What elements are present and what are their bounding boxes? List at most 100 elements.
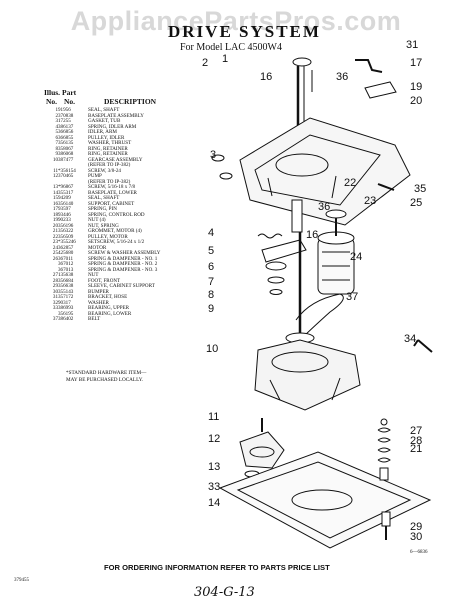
description-cell: GEARCASE ASSEMBLY <box>88 156 143 163</box>
illus-no-cell: 8 <box>55 145 58 152</box>
description-cell: NUT <box>88 272 99 278</box>
description-cell: WASHER, THRUST <box>88 140 132 146</box>
description-cell: BUMPER <box>88 288 109 295</box>
illus-no-cell: 29 <box>52 283 58 289</box>
illus-no-cell: 19 <box>52 217 58 223</box>
description-cell: BASEPLATE ASSEMBLY <box>88 112 144 119</box>
callout-2: 2 <box>202 57 208 69</box>
illus-no-cell: 33 <box>52 305 58 311</box>
header-description: DESCRIPTION <box>104 97 157 106</box>
description-cell: SCREW, 5/16-18 x 7/8 <box>88 184 136 190</box>
description-cell: BRACKET, HOSE <box>88 294 128 300</box>
illus-no-cell: 2 <box>55 112 58 119</box>
illus-no-cell: 21 <box>52 228 58 234</box>
gearcase-assembly <box>254 339 361 411</box>
description-cell: BELT <box>88 316 101 322</box>
callout-9: 9 <box>208 303 214 315</box>
hardware-note-line-2: MAY BE PURCHASED LOCALLY. <box>66 377 144 383</box>
diagram-subtitle: For Model LAC 4500W4 <box>180 42 282 53</box>
callout-36: 36 <box>336 71 348 83</box>
description-cell: SEAL, SHAFT <box>88 195 120 201</box>
callout-22: 22 <box>344 177 356 189</box>
upper-baseplate <box>239 117 411 226</box>
illus-no-cell: 17 <box>52 206 58 212</box>
callout-14: 14 <box>208 497 220 509</box>
callout-16: 16 <box>306 229 318 241</box>
callout-8: 8 <box>208 289 214 301</box>
description-cell: BASEPLATE, LOWER <box>88 189 137 196</box>
callout-28: 28 <box>410 435 422 447</box>
description-cell: RING, RETAINER <box>88 145 128 152</box>
callout-3: 3 <box>210 149 216 161</box>
foot-front <box>381 511 391 527</box>
illus-no-cell: 37 <box>52 316 58 322</box>
illus-no-cell: 27 <box>52 272 58 278</box>
grommet <box>211 154 225 162</box>
part-no-cell: 386993 <box>58 305 74 311</box>
callout-17: 17 <box>410 57 422 69</box>
part-no-cell: 355317 <box>58 189 74 196</box>
illus-no-cell: 9 <box>55 151 58 157</box>
part-no-cell: 370838 <box>58 112 74 119</box>
callout-1: 1 <box>222 53 228 65</box>
description-cell: SCREW & WASHER ASSEMBLY <box>88 250 161 256</box>
part-no-cell: 367011 <box>58 255 74 262</box>
callout-21: 21 <box>410 443 422 455</box>
callout-12: 12 <box>208 433 220 445</box>
callout-20: 20 <box>410 95 422 107</box>
part-no-cell: 366856 <box>58 129 74 135</box>
illus-no-cell: 5 <box>55 129 58 135</box>
part-no-cell: 367012 <box>58 261 74 267</box>
description-cell: SCREW, 3/8-24 <box>88 167 121 174</box>
part-no-cell: 355143 <box>58 288 74 295</box>
cabinet-support <box>291 199 303 233</box>
reference-code: 379455 <box>14 578 29 583</box>
part-no-cell: 356638 <box>58 283 74 289</box>
illus-no-cell: 15 <box>52 195 58 201</box>
description-cell: (REFER TO IP-382) <box>88 162 131 168</box>
diagram-title: DRIVE SYSTEM <box>168 22 321 41</box>
hose-bracket <box>364 81 397 99</box>
screw-washer-assembly <box>377 183 395 191</box>
part-no-cell: 135638 <box>58 272 74 278</box>
part-no-cell: 356196 <box>58 222 74 229</box>
part-no-cell: 387477 <box>58 156 74 163</box>
part-no-cell: 356322 <box>58 228 74 234</box>
part-no-cell: 91956 <box>58 107 71 113</box>
illus-no-cell: 24 <box>52 244 58 251</box>
control-rod-spring <box>355 59 383 73</box>
part-no-cell: 358067 <box>58 145 74 152</box>
description-cell: BEARING, LOWER <box>88 310 132 317</box>
part-no-cell: 93446 <box>58 211 71 218</box>
illus-no-cell: 12 <box>52 173 58 179</box>
illus-no-cell: 28 <box>52 277 58 284</box>
callout-4: 4 <box>208 227 214 239</box>
part-no-cell: 425680 <box>58 250 74 256</box>
illus-no-cell: 26 <box>52 255 58 262</box>
idler-arm <box>261 239 307 263</box>
illus-no-cell: 31 <box>52 294 58 300</box>
description-cell: GASKET, TUB <box>88 118 121 124</box>
description-cell: SPRING, CONTROL ROD <box>88 211 145 218</box>
description-cell: SUPPORT, CABINET <box>88 200 135 207</box>
